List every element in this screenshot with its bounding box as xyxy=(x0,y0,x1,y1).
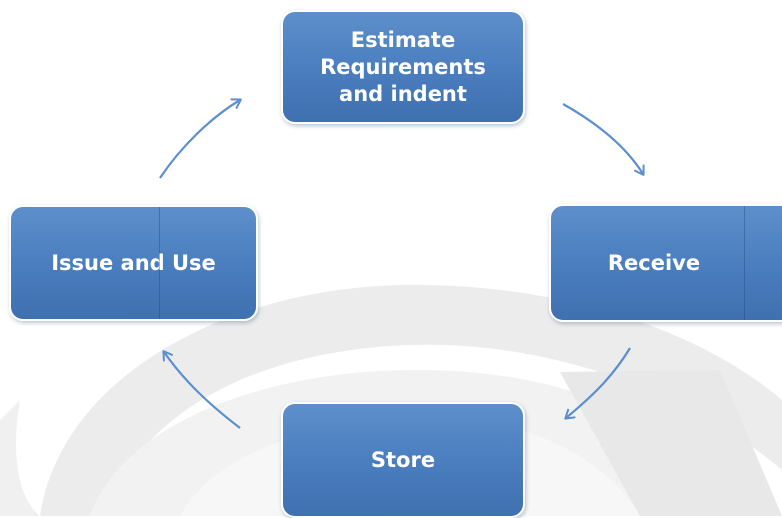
node-issue-and-use: Issue and Use xyxy=(9,205,258,321)
node-estimate-requirements: Estimate Requirements and indent xyxy=(281,10,525,124)
node-estimate-label: Estimate Requirements and indent xyxy=(320,27,486,106)
node-seam xyxy=(744,206,745,320)
flow-arrow-receive-to-store xyxy=(564,347,631,420)
node-store-label: Store xyxy=(370,447,436,472)
node-store: Store xyxy=(281,402,525,518)
flow-arrow-estimate-to-receive xyxy=(562,103,645,176)
node-receive-label: Receive xyxy=(607,250,701,275)
node-seam xyxy=(159,207,160,319)
node-receive: Receive xyxy=(549,204,782,322)
node-issue-label: Issue and Use xyxy=(51,250,216,275)
flow-arrow-issue-to-estimate xyxy=(159,98,242,179)
flow-arrow-store-to-issue xyxy=(162,350,241,429)
